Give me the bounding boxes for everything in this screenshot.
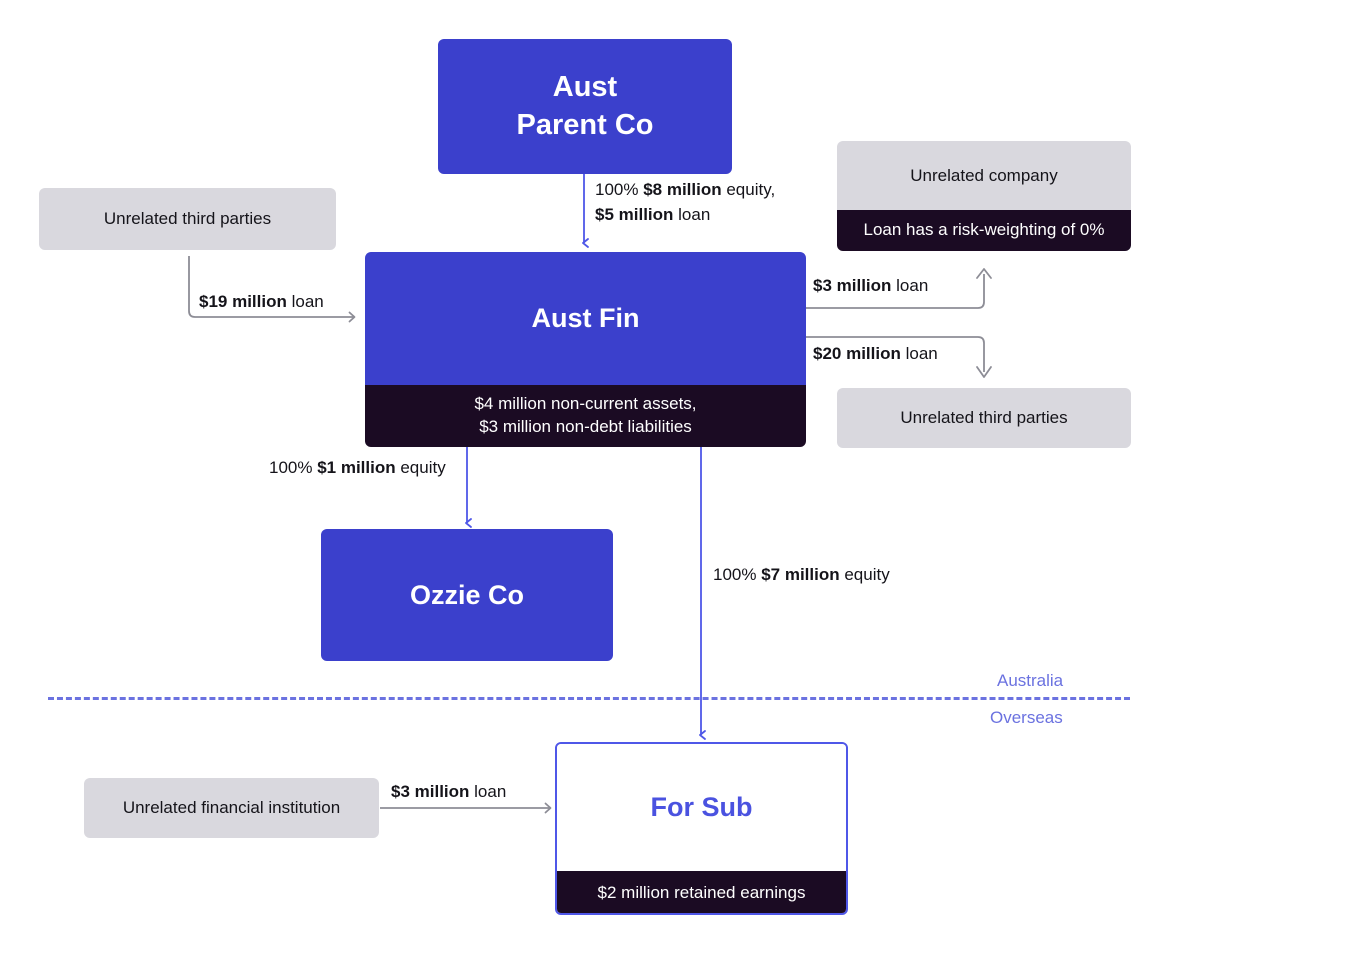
node-unrelated-third-parties-right-title: Unrelated third parties	[837, 388, 1131, 448]
edge-label-fin-to-unrelated-company: $3 million loan	[813, 274, 928, 299]
node-unrelated-company[interactable]: Unrelated company Loan has a risk-weight…	[837, 141, 1131, 251]
edge-label-fin-to-ozzie-bold: $1 million	[317, 458, 396, 477]
node-aust-parent-co-title-line1: Aust	[552, 70, 618, 103]
node-aust-fin-footer-line1: $4 million non-current assets,	[474, 394, 697, 414]
edge-label-institution-to-forsub-suffix: loan	[469, 782, 507, 801]
node-aust-parent-co[interactable]: Aust Parent Co	[438, 39, 732, 174]
edge-label-parent-to-fin-bold1: $8 million	[643, 180, 722, 199]
edge-label-fin-to-forsub-prefix: 100%	[713, 565, 762, 584]
edge-label-parent-to-fin-prefix: 100%	[595, 180, 644, 199]
node-unrelated-financial-institution[interactable]: Unrelated financial institution	[84, 778, 379, 838]
edge-label-institution-to-forsub-bold: $3 million	[391, 782, 470, 801]
node-unrelated-third-parties-left[interactable]: Unrelated third parties	[39, 188, 336, 250]
edge-label-fin-to-thirdparties-right: $20 million loan	[813, 342, 938, 367]
node-aust-parent-co-title: Aust Parent Co	[438, 39, 732, 174]
node-aust-fin[interactable]: Aust Fin $4 million non-current assets, …	[365, 252, 806, 447]
node-unrelated-company-title: Unrelated company	[837, 141, 1131, 210]
node-aust-fin-footer: $4 million non-current assets, $3 millio…	[365, 385, 806, 447]
node-for-sub[interactable]: For Sub $2 million retained earnings	[555, 742, 848, 915]
edge-label-thirdparties-to-fin: $19 million loan	[199, 290, 324, 315]
node-aust-parent-co-title-line2: Parent Co	[516, 108, 654, 141]
region-label-overseas: Overseas	[990, 708, 1063, 727]
edge-label-fin-to-ozzie-prefix: 100%	[269, 458, 318, 477]
edge-label-parent-to-fin-bold2: $5 million	[595, 204, 674, 224]
arrowhead-down-thirdparties-right	[976, 366, 992, 378]
node-unrelated-company-footer: Loan has a risk-weighting of 0%	[837, 210, 1131, 251]
edge-label-institution-to-forsub: $3 million loan	[391, 780, 506, 805]
node-ozzie-co-title: Ozzie Co	[321, 529, 613, 661]
node-unrelated-financial-institution-title: Unrelated financial institution	[84, 778, 379, 838]
node-unrelated-third-parties-left-title: Unrelated third parties	[39, 188, 336, 250]
node-ozzie-co[interactable]: Ozzie Co	[321, 529, 613, 661]
edge-label-fin-to-ozzie-suffix: equity	[395, 458, 446, 477]
edge-label-parent-to-fin-suffix2: loan	[673, 204, 711, 224]
australia-overseas-border	[48, 697, 1130, 700]
node-aust-fin-footer-line2: $3 million non-debt liabilities	[479, 417, 692, 436]
edge-label-thirdparties-to-fin-bold: $19 million	[199, 292, 287, 311]
node-for-sub-footer: $2 million retained earnings	[557, 871, 846, 913]
edge-label-parent-to-fin-suffix1: equity,	[721, 180, 776, 199]
edge-label-fin-to-forsub: 100% $7 million equity	[713, 563, 890, 588]
region-label-australia: Australia	[997, 671, 1064, 690]
arrowhead-up-unrelated-company	[976, 268, 992, 279]
edge-label-fin-to-forsub-suffix: equity	[839, 565, 890, 584]
edge-label-fin-to-thirdparties-right-bold: $20 million	[813, 344, 901, 363]
edge-label-fin-to-thirdparties-right-suffix: loan	[900, 344, 938, 363]
edge-label-fin-to-ozzie: 100% $1 million equity	[269, 456, 446, 481]
node-unrelated-third-parties-right[interactable]: Unrelated third parties	[837, 388, 1131, 448]
edge-label-thirdparties-to-fin-suffix: loan	[286, 292, 324, 311]
edge-label-fin-to-unrelated-company-suffix: loan	[891, 276, 929, 295]
node-for-sub-title: For Sub	[557, 744, 846, 871]
edge-label-fin-to-forsub-bold: $7 million	[761, 565, 840, 584]
node-aust-fin-title: Aust Fin	[365, 252, 806, 385]
edge-label-parent-to-fin: 100% $8 million equity, $5 million loan	[595, 178, 775, 227]
edge-label-fin-to-unrelated-company-bold: $3 million	[813, 276, 892, 295]
